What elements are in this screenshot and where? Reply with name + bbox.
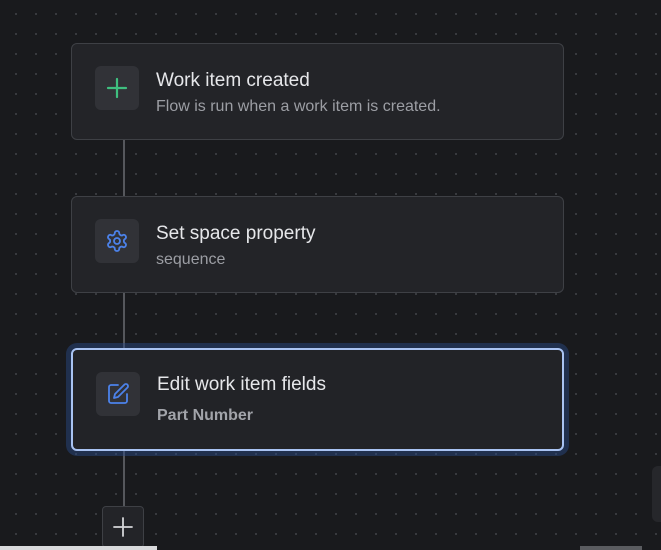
node-title: Work item created: [156, 70, 310, 91]
plus-icon: [106, 77, 128, 99]
node-subtitle: sequence: [156, 251, 226, 268]
flow-node-trigger[interactable]: Work item created Flow is run when a wor…: [71, 43, 564, 140]
add-step-button[interactable]: [102, 506, 144, 548]
trigger-icon-box: [95, 66, 139, 110]
action-icon-box: [95, 219, 139, 263]
bottom-indicator: [580, 546, 642, 550]
side-panel-tab[interactable]: [652, 466, 661, 522]
connector-line: [123, 450, 125, 507]
node-subtitle: Flow is run when a work item is created.: [156, 98, 441, 115]
gear-icon: [107, 230, 127, 252]
action-icon-box: [96, 372, 140, 416]
edit-icon: [108, 383, 129, 404]
plus-icon: [113, 517, 133, 537]
node-title: Edit work item fields: [157, 374, 326, 395]
node-subtitle: Part Number: [157, 407, 254, 424]
flow-node-edit-work-item-fields[interactable]: Edit work item fields Part Number: [71, 348, 564, 451]
flow-node-set-space-property[interactable]: Set space property sequence: [71, 196, 564, 293]
node-title: Set space property: [156, 223, 316, 244]
bottom-scrollbar[interactable]: [0, 546, 157, 550]
connector-line: [123, 139, 125, 197]
connector-line: [123, 292, 125, 350]
